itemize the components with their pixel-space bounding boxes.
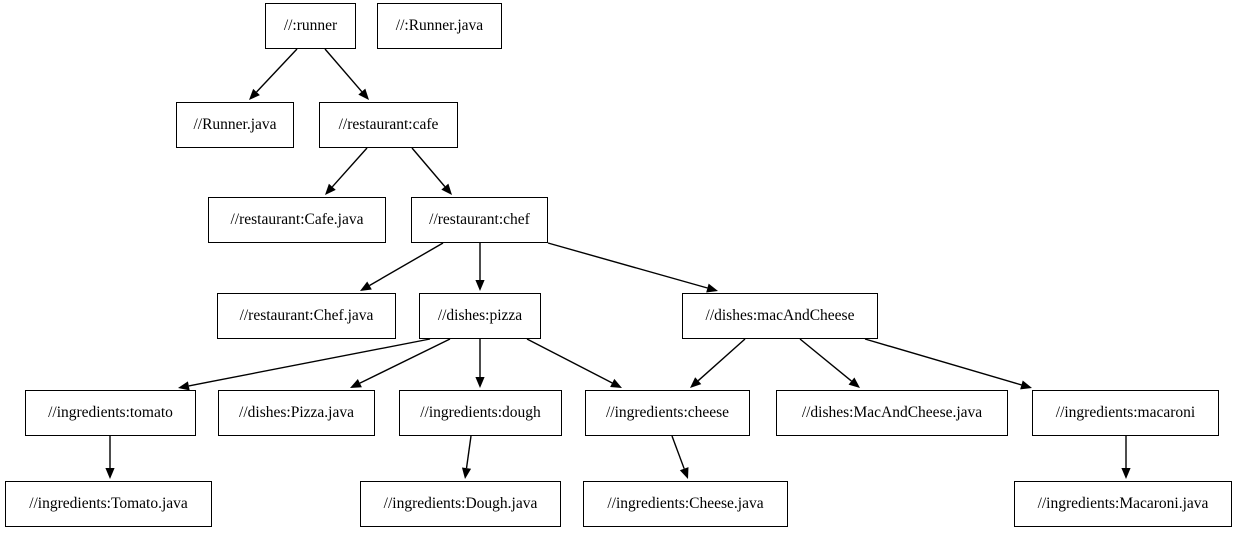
graph-edge-runner-to-runner_java bbox=[249, 48, 298, 100]
graph-edge-ing_dough-to-dough_java bbox=[461, 435, 472, 479]
edge-arrowhead-icon bbox=[690, 377, 702, 388]
graph-node-mac_java[interactable]: //dishes:MacAndCheese.java bbox=[776, 390, 1008, 436]
node-label: //dishes:Pizza.java bbox=[239, 404, 354, 422]
edge-line bbox=[465, 435, 472, 469]
edge-line bbox=[526, 338, 613, 384]
graph-node-runner_java[interactable]: //Runner.java bbox=[176, 102, 294, 148]
node-label: //ingredients:Tomato.java bbox=[29, 495, 188, 513]
edge-arrowhead-icon bbox=[1121, 468, 1131, 479]
node-label: //restaurant:chef bbox=[429, 211, 530, 229]
edge-arrowhead-icon bbox=[358, 88, 369, 100]
edge-arrowhead-icon bbox=[475, 377, 485, 388]
edge-line bbox=[359, 338, 451, 384]
edge-line bbox=[256, 48, 298, 93]
edge-line bbox=[369, 242, 444, 287]
edge-line bbox=[799, 338, 852, 382]
graph-edge-restaurant_cafe-to-restaurant_chef bbox=[411, 147, 452, 195]
node-label: //Runner.java bbox=[193, 116, 277, 134]
graph-node-cafe_java[interactable]: //restaurant:Cafe.java bbox=[208, 197, 386, 243]
node-label: //dishes:MacAndCheese.java bbox=[801, 404, 983, 422]
edge-arrowhead-icon bbox=[848, 377, 860, 388]
graph-node-pizza_java[interactable]: //dishes:Pizza.java bbox=[218, 390, 375, 436]
graph-node-macaroni_java[interactable]: //ingredients:Macaroni.java bbox=[1014, 481, 1232, 527]
edge-arrowhead-icon bbox=[475, 280, 485, 291]
graph-node-runner[interactable]: //:runner bbox=[265, 3, 356, 49]
node-label: //restaurant:cafe bbox=[338, 116, 439, 134]
graph-node-dough_java[interactable]: //ingredients:Dough.java bbox=[360, 481, 561, 527]
node-label: //:Runner.java bbox=[395, 17, 484, 35]
edge-arrowhead-icon bbox=[1020, 380, 1032, 390]
edge-arrowhead-icon bbox=[249, 88, 260, 100]
graph-node-ing_tomato[interactable]: //ingredients:tomato bbox=[25, 390, 196, 436]
graph-edge-runner-to-restaurant_cafe bbox=[324, 48, 369, 100]
node-label: //ingredients:cheese bbox=[605, 404, 730, 422]
node-label: //ingredients:Cheese.java bbox=[607, 495, 764, 513]
node-label: //:runner bbox=[283, 17, 338, 35]
graph-node-cheese_java[interactable]: //ingredients:Cheese.java bbox=[583, 481, 788, 527]
graph-node-tomato_java[interactable]: //ingredients:Tomato.java bbox=[5, 481, 212, 527]
graph-node-restaurant_cafe[interactable]: //restaurant:cafe bbox=[319, 102, 458, 148]
node-label: //ingredients:macaroni bbox=[1055, 404, 1196, 422]
graph-edge-ing_tomato-to-tomato_java bbox=[105, 436, 115, 479]
edge-line bbox=[864, 338, 1022, 386]
node-label: //ingredients:Macaroni.java bbox=[1037, 495, 1209, 513]
graph-edge-dishes_mac-to-ing_cheese bbox=[690, 338, 746, 388]
edge-arrowhead-icon bbox=[461, 467, 472, 479]
node-label: //dishes:pizza bbox=[437, 307, 523, 325]
node-label: //restaurant:Chef.java bbox=[239, 307, 374, 325]
edge-arrowhead-icon bbox=[360, 281, 372, 291]
graph-edge-ing_cheese-to-cheese_java bbox=[671, 435, 689, 479]
graph-node-root_runner_java[interactable]: //:Runner.java bbox=[377, 3, 502, 49]
graph-node-restaurant_chef[interactable]: //restaurant:chef bbox=[411, 197, 548, 243]
edge-arrowhead-icon bbox=[105, 468, 115, 479]
graph-edge-restaurant_chef-to-dishes_mac bbox=[547, 242, 718, 293]
node-label: //ingredients:tomato bbox=[48, 404, 173, 422]
graph-edge-ing_macaroni-to-macaroni_java bbox=[1121, 436, 1131, 479]
edge-arrowhead-icon bbox=[350, 379, 362, 388]
graph-edge-dishes_pizza-to-ing_tomato bbox=[178, 338, 431, 391]
edge-line bbox=[671, 435, 685, 469]
graph-node-dishes_pizza[interactable]: //dishes:pizza bbox=[419, 293, 541, 339]
graph-edge-restaurant_cafe-to-cafe_java bbox=[325, 147, 368, 195]
graph-edge-restaurant_chef-to-chef_java bbox=[360, 242, 444, 291]
edge-line bbox=[411, 147, 446, 188]
graph-edge-dishes_pizza-to-ing_dough bbox=[475, 339, 485, 388]
edge-line bbox=[547, 242, 708, 289]
graph-edge-dishes_pizza-to-pizza_java bbox=[350, 338, 451, 388]
node-label: //ingredients:dough bbox=[420, 404, 541, 422]
graph-node-chef_java[interactable]: //restaurant:Chef.java bbox=[217, 293, 396, 339]
graph-edge-restaurant_chef-to-dishes_pizza bbox=[475, 243, 485, 291]
edge-line bbox=[331, 147, 368, 188]
graph-edge-dishes_pizza-to-ing_cheese bbox=[526, 338, 622, 388]
edge-arrowhead-icon bbox=[610, 378, 622, 388]
edge-arrowhead-icon bbox=[441, 183, 452, 195]
node-label: //restaurant:Cafe.java bbox=[230, 211, 364, 229]
edge-arrowhead-icon bbox=[706, 283, 718, 293]
graph-node-ing_macaroni[interactable]: //ingredients:macaroni bbox=[1032, 390, 1219, 436]
node-label: //ingredients:Dough.java bbox=[383, 495, 538, 513]
edge-line bbox=[324, 48, 363, 93]
edge-arrowhead-icon bbox=[325, 183, 336, 195]
edge-line bbox=[188, 338, 431, 387]
graph-edge-dishes_mac-to-ing_macaroni bbox=[864, 338, 1032, 390]
edge-line bbox=[697, 338, 746, 382]
node-label: //dishes:macAndCheese bbox=[705, 307, 855, 325]
edge-arrowhead-icon bbox=[679, 467, 689, 479]
graph-node-ing_dough[interactable]: //ingredients:dough bbox=[399, 390, 562, 436]
graph-node-dishes_mac[interactable]: //dishes:macAndCheese bbox=[682, 293, 878, 339]
graph-node-ing_cheese[interactable]: //ingredients:cheese bbox=[585, 390, 750, 436]
graph-edge-dishes_mac-to-mac_java bbox=[799, 338, 860, 388]
